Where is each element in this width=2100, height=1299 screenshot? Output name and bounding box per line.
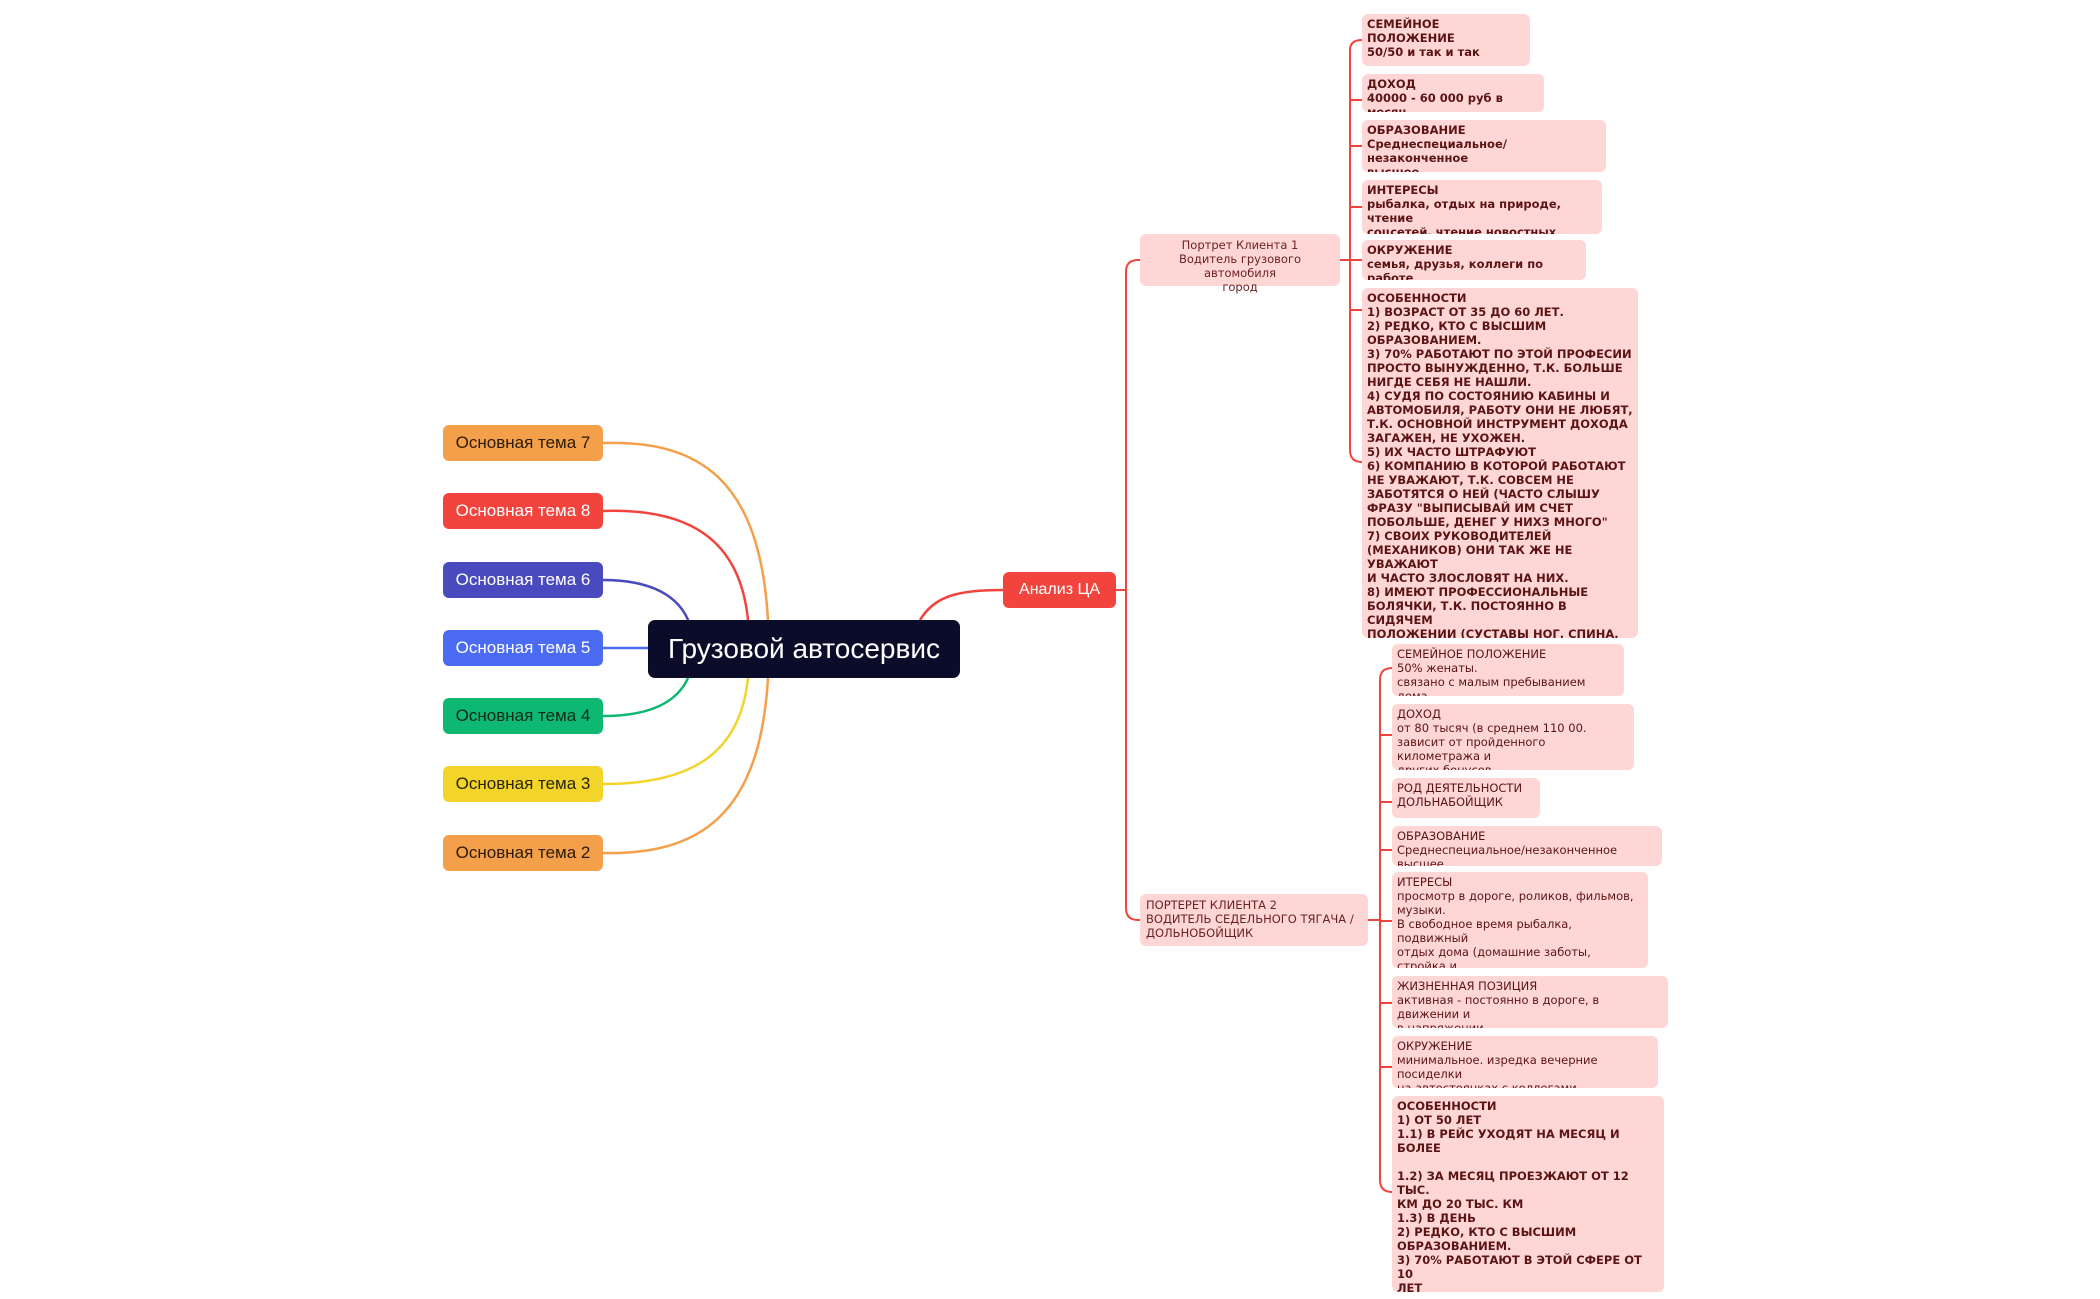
p1-card-environment[interactable]: ОКРУЖЕНИЕ семья, друзья, коллеги по рабо… bbox=[1362, 240, 1586, 280]
card-label: ЖИЗНЕННАЯ ПОЗИЦИЯ bbox=[1397, 979, 1538, 993]
card-value: Среднеспециальное/незаконченное высшее bbox=[1367, 137, 1507, 172]
link-topic-4 bbox=[602, 672, 692, 718]
card-label: СЕМЕЙНОЕ ПОЛОЖЕНИЕ bbox=[1397, 647, 1547, 661]
card-value: минимальное. изредка вечерние посиделки … bbox=[1397, 1053, 1598, 1088]
card-value: активная - постоянно в дороге, в движени… bbox=[1397, 993, 1600, 1028]
card-label: ОКРУЖЕНИЕ bbox=[1397, 1039, 1473, 1053]
topic-5[interactable]: Основная тема 5 bbox=[443, 630, 603, 666]
card-label: ИТЕРЕСЫ bbox=[1397, 875, 1453, 889]
topic-7[interactable]: Основная тема 7 bbox=[443, 425, 603, 461]
link-topic-7 bbox=[602, 441, 770, 621]
p2-card-education[interactable]: ОБРАЗОВАНИЕ Среднеспециальное/незакончен… bbox=[1392, 826, 1662, 866]
topic-4[interactable]: Основная тема 4 bbox=[443, 698, 603, 734]
card-value: 1) ОТ 50 ЛЕТ 1.1) В РЕЙС УХОДЯТ НА МЕСЯЦ… bbox=[1397, 1113, 1642, 1292]
card-label: ОБРАЗОВАНИЕ bbox=[1397, 829, 1486, 843]
topic-2[interactable]: Основная тема 2 bbox=[443, 835, 603, 871]
card-value: 1) ВОЗРАСТ ОТ 35 ДО 60 ЛЕТ. 2) РЕДКО, КТ… bbox=[1367, 305, 1633, 638]
bracket-portrait-2 bbox=[1368, 667, 1393, 1193]
link-topic-2 bbox=[602, 677, 770, 855]
card-value: рыбалка, отдых на природе, чтение соцсет… bbox=[1367, 197, 1561, 234]
p2-card-life-position[interactable]: ЖИЗНЕННАЯ ПОЗИЦИЯ активная - постоянно в… bbox=[1392, 976, 1668, 1028]
link-topic-8 bbox=[602, 509, 750, 621]
p2-card-environment[interactable]: ОКРУЖЕНИЕ минимальное. изредка вечерние … bbox=[1392, 1036, 1658, 1088]
ticks-portrait-2 bbox=[1380, 734, 1392, 1068]
p1-card-income[interactable]: ДОХОД 40000 - 60 000 руб в месяц bbox=[1362, 74, 1544, 112]
analysis-node[interactable]: Анализ ЦА bbox=[1003, 572, 1116, 608]
card-label: ОБРАЗОВАНИЕ bbox=[1367, 123, 1466, 137]
card-label: РОД ДЕЯТЕЛЬНОСТИ bbox=[1397, 781, 1523, 795]
p1-card-interests[interactable]: ИНТЕРЕСЫ рыбалка, отдых на природе, чтен… bbox=[1362, 180, 1602, 234]
link-topic-3 bbox=[602, 677, 750, 786]
topic-8[interactable]: Основная тема 8 bbox=[443, 493, 603, 529]
link-portrait-2 bbox=[1125, 590, 1140, 921]
link-portrait-1 bbox=[1116, 259, 1140, 591]
p2-card-family[interactable]: СЕМЕЙНОЕ ПОЛОЖЕНИЕ 50% женаты. связано с… bbox=[1392, 644, 1624, 696]
link-topic-6 bbox=[602, 578, 692, 626]
bracket-portrait-1 bbox=[1340, 39, 1363, 463]
p2-card-income[interactable]: ДОХОД от 80 тысяч (в среднем 110 00. зав… bbox=[1392, 704, 1634, 770]
topic-3[interactable]: Основная тема 3 bbox=[443, 766, 603, 802]
card-value: от 80 тысяч (в среднем 110 00. зависит о… bbox=[1397, 721, 1587, 770]
card-label: СЕМЕЙНОЕ ПОЛОЖЕНИЕ bbox=[1367, 17, 1455, 45]
p1-card-family[interactable]: СЕМЕЙНОЕ ПОЛОЖЕНИЕ 50/50 и так и так bbox=[1362, 14, 1530, 66]
card-label: ОСОБЕННОСТИ bbox=[1397, 1099, 1497, 1113]
card-value: 40000 - 60 000 руб в месяц bbox=[1367, 91, 1503, 112]
p2-card-interests[interactable]: ИТЕРЕСЫ просмотр в дороге, роликов, филь… bbox=[1392, 872, 1648, 968]
portrait-1-node[interactable]: Портрет Клиента 1 Водитель грузового авт… bbox=[1140, 234, 1340, 294]
link-analysis bbox=[918, 588, 1004, 621]
card-value: 50/50 и так и так bbox=[1367, 45, 1480, 59]
root-node[interactable]: Грузовой автосервис bbox=[648, 620, 960, 678]
card-value: просмотр в дороге, роликов, фильмов, муз… bbox=[1397, 889, 1634, 968]
p1-card-education[interactable]: ОБРАЗОВАНИЕ Среднеспециальное/незакончен… bbox=[1362, 120, 1606, 172]
p2-card-features[interactable]: ОСОБЕННОСТИ 1) ОТ 50 ЛЕТ 1.1) В РЕЙС УХО… bbox=[1392, 1096, 1664, 1292]
portrait-2-node[interactable]: ПОРТЕРЕТ КЛИЕНТА 2 ВОДИТЕЛЬ СЕДЕЛЬНОГО Т… bbox=[1140, 894, 1368, 946]
card-label: ДОХОД bbox=[1397, 707, 1441, 721]
p2-card-activity[interactable]: РОД ДЕЯТЕЛЬНОСТИ ДОЛЬНАБОЙЩИК bbox=[1392, 778, 1540, 818]
card-label: ИНТЕРЕСЫ bbox=[1367, 183, 1439, 197]
p1-card-features[interactable]: ОСОБЕННОСТИ 1) ВОЗРАСТ ОТ 35 ДО 60 ЛЕТ. … bbox=[1362, 288, 1638, 638]
card-label: ОСОБЕННОСТИ bbox=[1367, 291, 1467, 305]
card-label: ДОХОД bbox=[1367, 77, 1416, 91]
ticks-portrait-1 bbox=[1350, 99, 1362, 311]
card-value: 50% женаты. связано с малым пребыванием … bbox=[1397, 661, 1586, 696]
card-label: ОКРУЖЕНИЕ bbox=[1367, 243, 1453, 257]
card-value: ДОЛЬНАБОЙЩИК bbox=[1397, 795, 1503, 809]
card-value: семья, друзья, коллеги по работе bbox=[1367, 257, 1544, 280]
topic-6[interactable]: Основная тема 6 bbox=[443, 562, 603, 598]
card-value: Среднеспециальное/незаконченное высшее bbox=[1397, 843, 1618, 866]
